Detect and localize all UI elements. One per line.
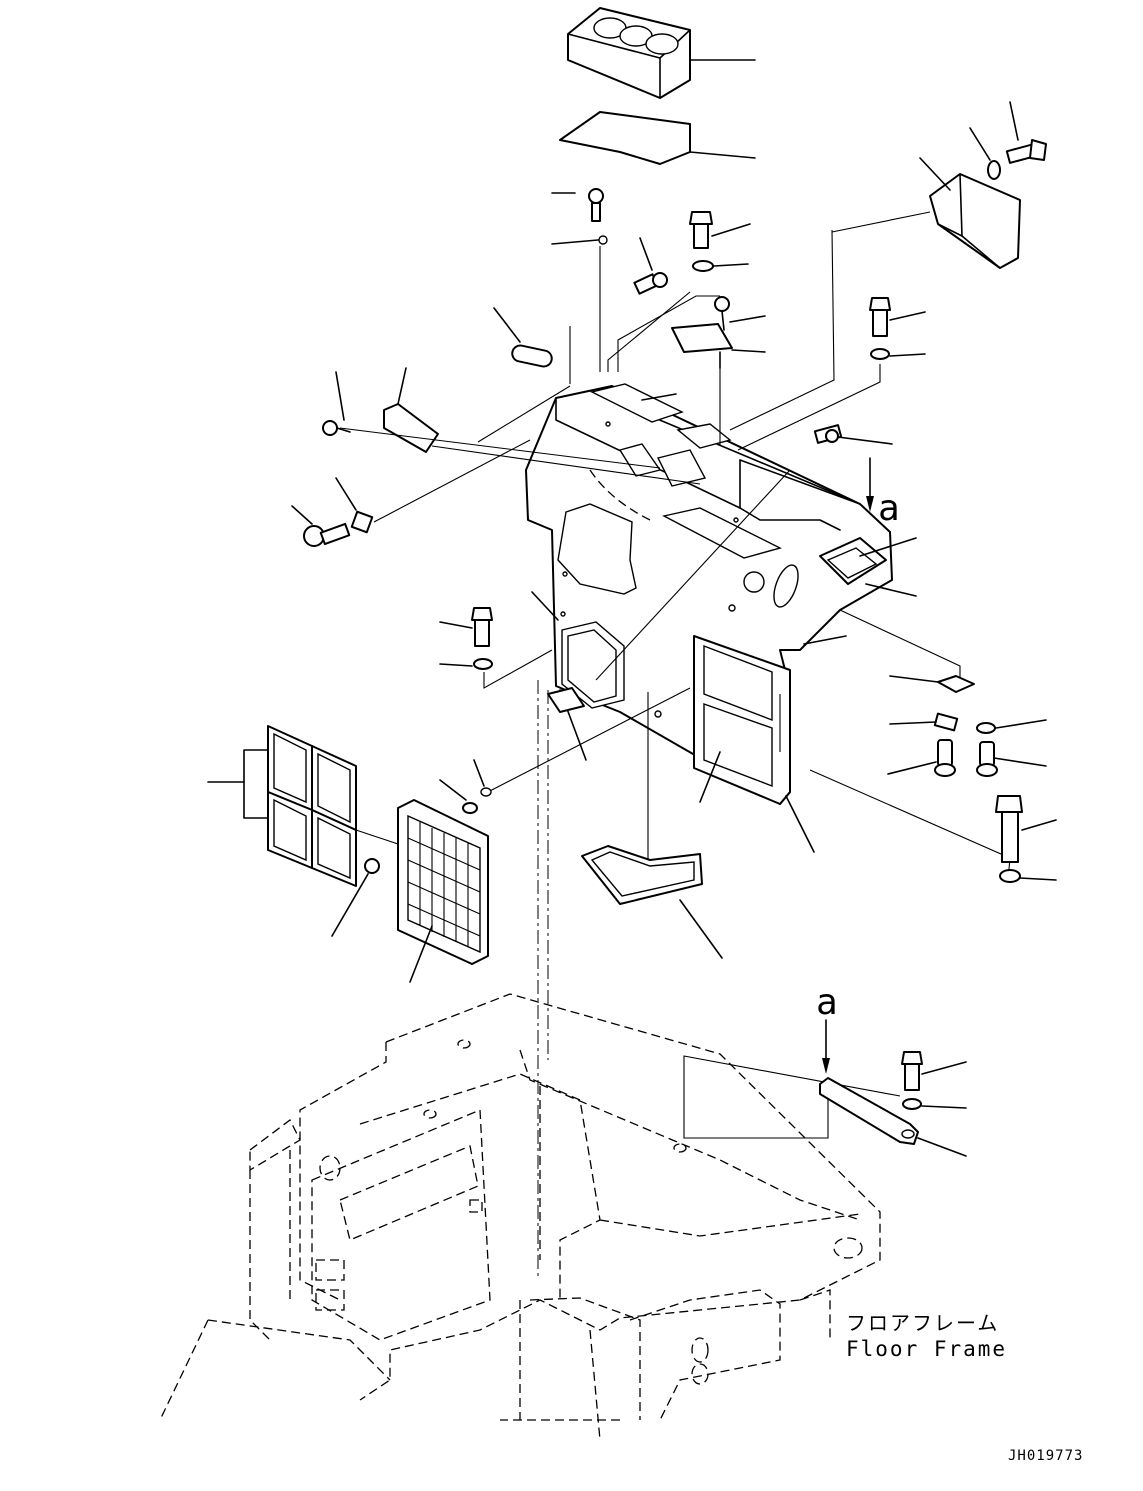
view-arrow-top: a <box>866 457 900 529</box>
right-side-parts <box>887 675 1057 883</box>
floor-frame-label-en: Floor Frame <box>846 1337 1007 1361</box>
cup-holder-part <box>567 7 756 99</box>
filter-elements <box>207 725 357 887</box>
upper-hardware <box>551 101 1047 369</box>
dashed-guide <box>589 469 651 521</box>
assembly-lines <box>339 211 1011 1280</box>
bottom-bracket: a <box>816 982 967 1157</box>
view-label-a-bottom: a <box>816 982 838 1023</box>
floor-frame-label-jp: フロアフレーム <box>846 1311 999 1335</box>
view-label-a-top: a <box>878 488 900 529</box>
gasket-part <box>581 845 723 959</box>
grille-part <box>331 607 585 983</box>
main-console-panel <box>525 383 893 805</box>
drawing-number: JH019773 <box>1008 1448 1083 1464</box>
main-panel-leaders <box>531 393 917 853</box>
left-upper-parts <box>291 307 553 547</box>
floor-frame <box>159 993 881 1441</box>
rubber-mat-part <box>559 111 756 165</box>
